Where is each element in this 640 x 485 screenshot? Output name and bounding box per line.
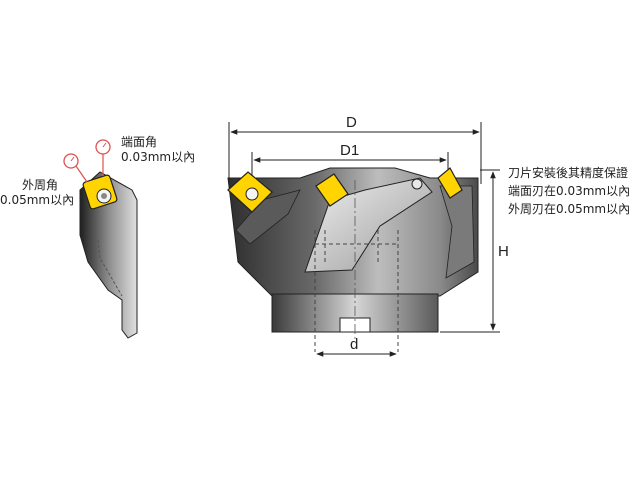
side-view xyxy=(63,139,138,339)
cutter-insert-right xyxy=(437,167,463,199)
side-view-hidden-line xyxy=(97,239,123,297)
dimension-H-label: H xyxy=(498,243,509,260)
side-view-body xyxy=(79,171,138,339)
periphery-angle-label: 外周角 xyxy=(22,178,59,192)
dimension-d-label: d xyxy=(350,336,359,353)
end-angle-label: 端面角 xyxy=(121,135,158,149)
dimension-D1-label: D1 xyxy=(340,142,360,159)
note-line-2: 端面刃在0.03mm以內 xyxy=(508,184,631,198)
cutter-insert-left-screw xyxy=(245,187,259,201)
cutter-hidden-lines xyxy=(314,230,399,352)
dimension-lines xyxy=(228,122,500,357)
end-angle-tolerance: 0.03mm以內 xyxy=(121,150,196,164)
end-angle-gauge-icon xyxy=(95,139,111,176)
side-insert-screw-center xyxy=(101,193,107,199)
cutter-screw-center xyxy=(411,178,423,190)
cutter-flute-right xyxy=(439,185,475,279)
note-line-3: 外周刃在0.05mm以內 xyxy=(508,202,631,216)
note-line-1: 刀片安裝後其精度保證 xyxy=(508,166,629,180)
dimension-D-label: D xyxy=(346,114,357,131)
cutter-insert-center xyxy=(315,173,349,207)
periphery-angle-tolerance: 0.05mm以內 xyxy=(0,193,75,207)
cutter-view xyxy=(227,167,479,352)
periphery-angle-gauge-icon xyxy=(63,153,88,183)
